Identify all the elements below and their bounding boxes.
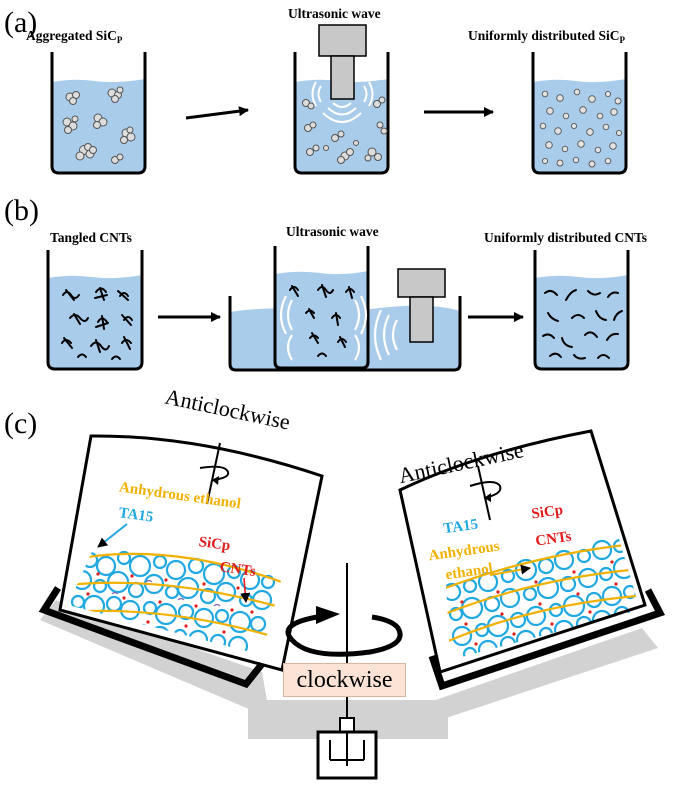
sound-waves-b — [279, 295, 398, 361]
left-ta15-label: TA15 — [118, 505, 155, 526]
beaker-uniform-sicp — [531, 52, 628, 175]
right-ethanol-label-line2: ethanol — [445, 561, 494, 583]
loosening-cnt-bundles — [289, 284, 355, 357]
left-cnts-arrow — [240, 577, 251, 603]
beaker-uniform-cnts — [533, 250, 630, 371]
dispersed-cnts — [542, 289, 623, 360]
left-rotation-label: Anticlockwise — [163, 384, 293, 435]
right-ethanol-arrow — [489, 564, 531, 576]
panel-a-middle-caption: Ultrasonic wave — [288, 6, 381, 21]
panel-a-label: (a) — [4, 6, 37, 39]
right-sicp-label: SiCp — [531, 502, 565, 522]
ultrasonic-probe-b — [397, 268, 446, 343]
ultrasonic-bath — [228, 246, 462, 372]
motor-icon — [316, 717, 378, 780]
sound-waves-a — [311, 81, 374, 123]
right-mill-jar — [398, 429, 665, 691]
arrow-a1 — [185, 106, 249, 120]
ultrasonic-probe-a — [318, 24, 367, 100]
uniform-particles — [539, 88, 623, 168]
panel-b-middle-caption: Ultrasonic wave — [286, 224, 379, 239]
panel-a-left-caption: Aggregated SiCP — [26, 28, 123, 45]
tangled-cnt-bundles — [61, 287, 133, 360]
panel-b-label: (b) — [4, 194, 39, 227]
left-ta15-arrow — [97, 523, 128, 548]
left-sicp-label: SiCp — [198, 534, 232, 554]
left-rotation-indicator — [199, 442, 230, 505]
partially-dispersed-particles — [302, 96, 388, 164]
aggregated-particles — [62, 86, 136, 164]
beaker-aggregated-sicp — [50, 52, 147, 175]
right-ta15-label: TA15 — [442, 517, 479, 538]
right-rotation-indicator — [469, 465, 502, 521]
panel-b-left-caption: Tangled CNTs — [50, 230, 132, 245]
left-cnts-label: CNTs — [219, 559, 257, 580]
clockwise-label: clockwise — [283, 663, 406, 697]
panel-b-right-caption: Uniformly distributed CNTs — [484, 230, 647, 245]
panel-c-label: (c) — [4, 407, 37, 440]
left-mill-jar — [38, 434, 324, 689]
panel-a-right-caption: Uniformly distributed SiCP — [468, 28, 626, 45]
right-cnts-label: CNTs — [535, 529, 573, 550]
beaker-ultrasonic-sicp — [293, 24, 390, 175]
beaker-tangled-cnts — [46, 250, 144, 371]
platform-right-arm — [430, 628, 658, 720]
